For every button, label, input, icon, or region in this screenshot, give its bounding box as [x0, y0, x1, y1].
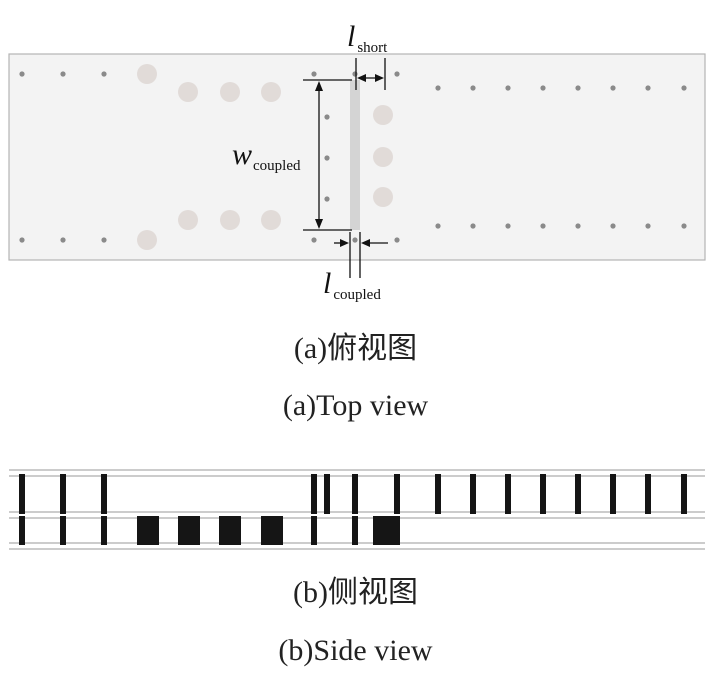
small-via: [540, 223, 546, 229]
small-via: [324, 196, 330, 202]
large-via: [373, 105, 393, 125]
large-via: [178, 82, 198, 102]
caption-side-en: (b)Side view: [278, 634, 433, 667]
label-w-coupled: wcoupled: [232, 138, 301, 174]
large-via: [220, 210, 240, 230]
coupling-slot: [350, 80, 360, 230]
small-via: [681, 223, 687, 229]
small-via: [19, 71, 25, 77]
side-via: [311, 474, 317, 514]
side-via: [352, 516, 358, 545]
dimension-w-coupled: [303, 79, 352, 231]
side-via: [19, 474, 25, 514]
small-via: [575, 85, 581, 91]
small-via: [645, 85, 651, 91]
small-via: [352, 237, 358, 243]
large-via: [220, 82, 240, 102]
small-via: [610, 223, 616, 229]
small-via: [394, 71, 400, 77]
side-via: [610, 474, 616, 514]
caption-top-cn: (a)俯视图: [293, 332, 418, 365]
large-vias: [137, 64, 393, 250]
dimension-l-short: [355, 58, 386, 90]
small-via: [324, 114, 330, 120]
dimension-l-coupled: [334, 232, 388, 278]
large-via: [137, 64, 157, 84]
small-via: [60, 237, 66, 243]
upper-layer-vias: [19, 474, 687, 514]
small-via: [352, 71, 358, 77]
caption-side-cn: (b)侧视图: [293, 576, 418, 609]
side-via: [645, 474, 651, 514]
small-via: [470, 223, 476, 229]
small-via: [575, 223, 581, 229]
small-via: [311, 237, 317, 243]
side-view: [9, 469, 705, 550]
side-via: [681, 474, 687, 514]
lower-layer-vias: [19, 516, 400, 545]
small-via: [101, 237, 107, 243]
side-via: [60, 516, 66, 545]
side-via: [540, 474, 546, 514]
side-via-large: [373, 516, 400, 545]
large-via: [373, 147, 393, 167]
side-via: [101, 516, 107, 545]
large-via: [373, 187, 393, 207]
small-via: [435, 223, 441, 229]
large-via: [137, 230, 157, 250]
side-via: [19, 516, 25, 545]
small-via: [19, 237, 25, 243]
small-via: [610, 85, 616, 91]
side-via: [324, 474, 330, 514]
small-via: [101, 71, 107, 77]
side-via: [101, 474, 107, 514]
large-via: [261, 82, 281, 102]
caption-top-en: (a)Top view: [282, 389, 429, 422]
small-via: [540, 85, 546, 91]
small-via: [505, 85, 511, 91]
small-via: [394, 237, 400, 243]
small-via: [470, 85, 476, 91]
side-via: [311, 516, 317, 545]
side-via: [60, 474, 66, 514]
side-via: [575, 474, 581, 514]
small-via: [311, 71, 317, 77]
side-via: [470, 474, 476, 514]
small-via: [645, 223, 651, 229]
side-via: [394, 474, 400, 514]
small-via: [60, 71, 66, 77]
small-vias: [19, 71, 687, 243]
small-via: [505, 223, 511, 229]
small-via: [681, 85, 687, 91]
side-via-large: [178, 516, 200, 545]
small-via: [435, 85, 441, 91]
side-via-large: [219, 516, 241, 545]
large-via: [178, 210, 198, 230]
side-via-large: [137, 516, 159, 545]
side-via-large: [261, 516, 283, 545]
side-via: [352, 474, 358, 514]
large-via: [261, 210, 281, 230]
small-via: [324, 155, 330, 161]
side-via: [505, 474, 511, 514]
side-via: [435, 474, 441, 514]
